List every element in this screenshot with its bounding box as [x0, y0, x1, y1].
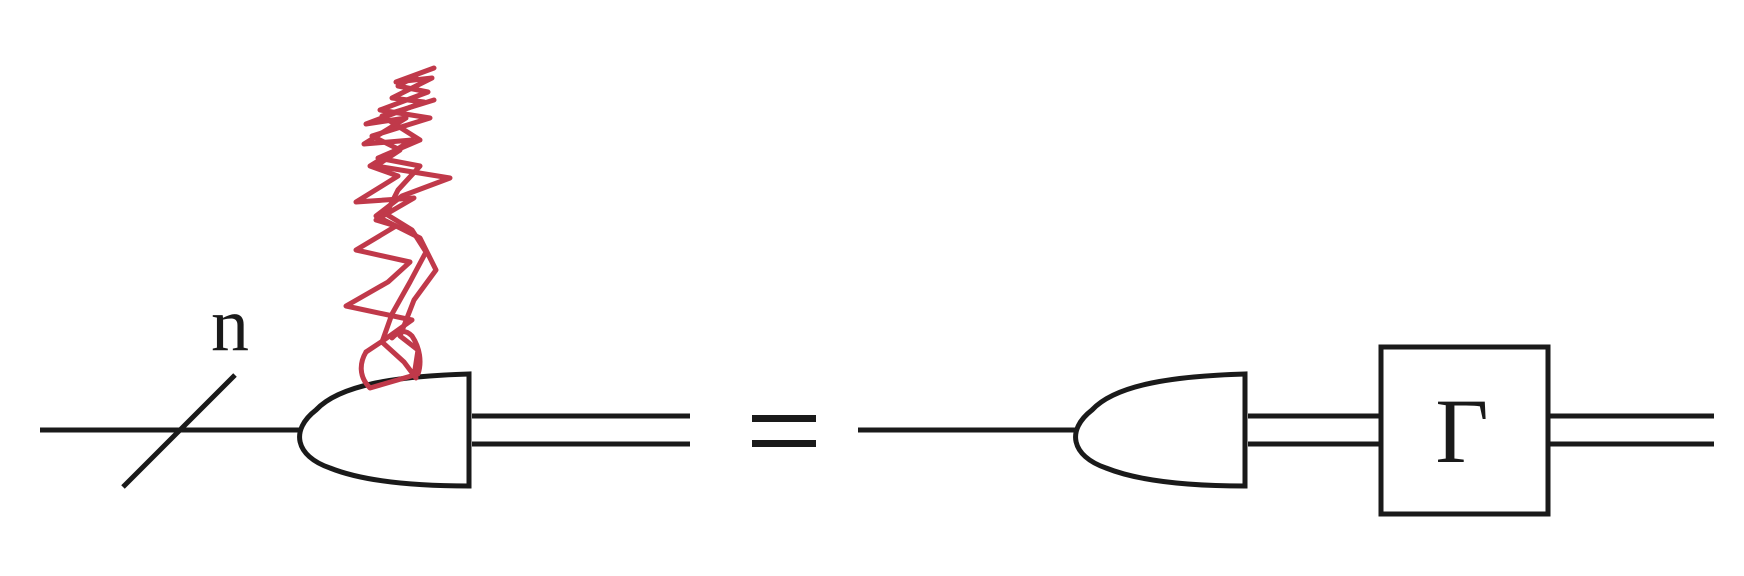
gamma-box-label: Γ: [1435, 380, 1488, 482]
equals-bar-bottom: [752, 440, 816, 447]
equals-sign: [752, 415, 816, 447]
left-circuit: n: [40, 65, 690, 489]
wire-count-slash: [121, 373, 237, 489]
right-circuit: Γ: [858, 344, 1714, 517]
right-measurement-gate: [1073, 371, 1248, 489]
wire-count-label: n: [211, 283, 249, 367]
gamma-channel-box: [1378, 344, 1551, 517]
noise-squiggle-strokes: [343, 65, 453, 391]
equals-bar-top: [752, 415, 816, 422]
left-measurement-gate: [297, 371, 472, 489]
